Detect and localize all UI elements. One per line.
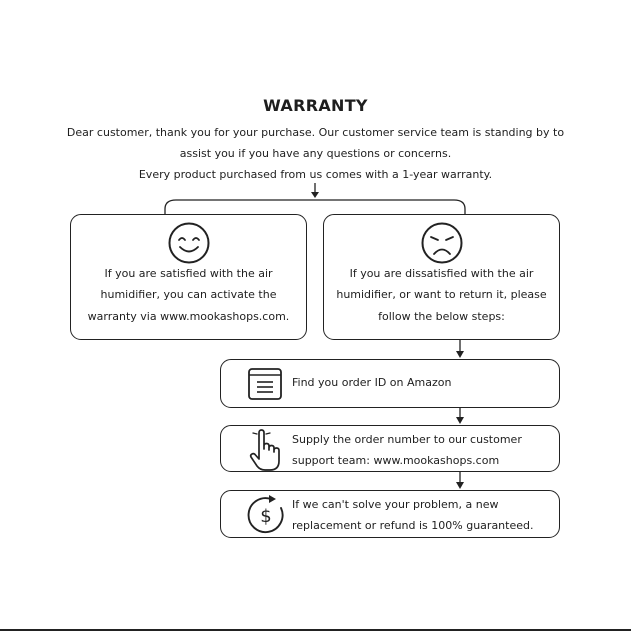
order-document-icon — [248, 368, 282, 400]
satisfied-line-2: humidifier, you can activate the — [100, 288, 277, 301]
bottom-divider — [0, 629, 631, 631]
smiley-face-icon — [168, 222, 210, 264]
satisfied-line-1: If you are satisfied with the air — [104, 267, 273, 280]
intro-line-1: Dear customer, thank you for your purcha… — [66, 126, 565, 139]
intro-line-2: assist you if you have any questions or … — [179, 147, 452, 160]
dissatisfied-box: If you are dissatisfied with the air hum… — [323, 214, 560, 340]
step-2-line-2: support team: www.mookashops.com — [292, 454, 500, 467]
satisfied-line-3: warranty via www.mookashops.com. — [87, 310, 290, 323]
dissatisfied-line-3: follow the below steps: — [378, 310, 505, 323]
refund-dollar-icon: $ — [247, 495, 284, 534]
step-3-line-2: replacement or refund is 100% guaranteed… — [292, 519, 534, 532]
pointing-hand-icon — [249, 429, 280, 471]
satisfied-box: If you are satisfied with the air humidi… — [70, 214, 307, 340]
step-1-box: Find you order ID on Amazon — [220, 359, 560, 408]
svg-text:$: $ — [260, 506, 271, 527]
step-1-line-1: Find you order ID on Amazon — [292, 376, 452, 389]
intro-line-3: Every product purchased from us comes wi… — [138, 168, 493, 181]
warranty-title: WARRANTY — [263, 96, 368, 115]
step-3-box: $ If we can't solve your problem, a new … — [220, 490, 560, 538]
dissatisfied-line-1: If you are dissatisfied with the air — [349, 267, 534, 280]
step-3-line-1: If we can't solve your problem, a new — [292, 498, 499, 511]
step-2-line-1: Supply the order number to our customer — [292, 433, 522, 446]
step-2-box: Supply the order number to our customer … — [220, 425, 560, 472]
sad-face-icon — [421, 222, 463, 264]
dissatisfied-line-2: humidifier, or want to return it, please — [336, 288, 547, 301]
